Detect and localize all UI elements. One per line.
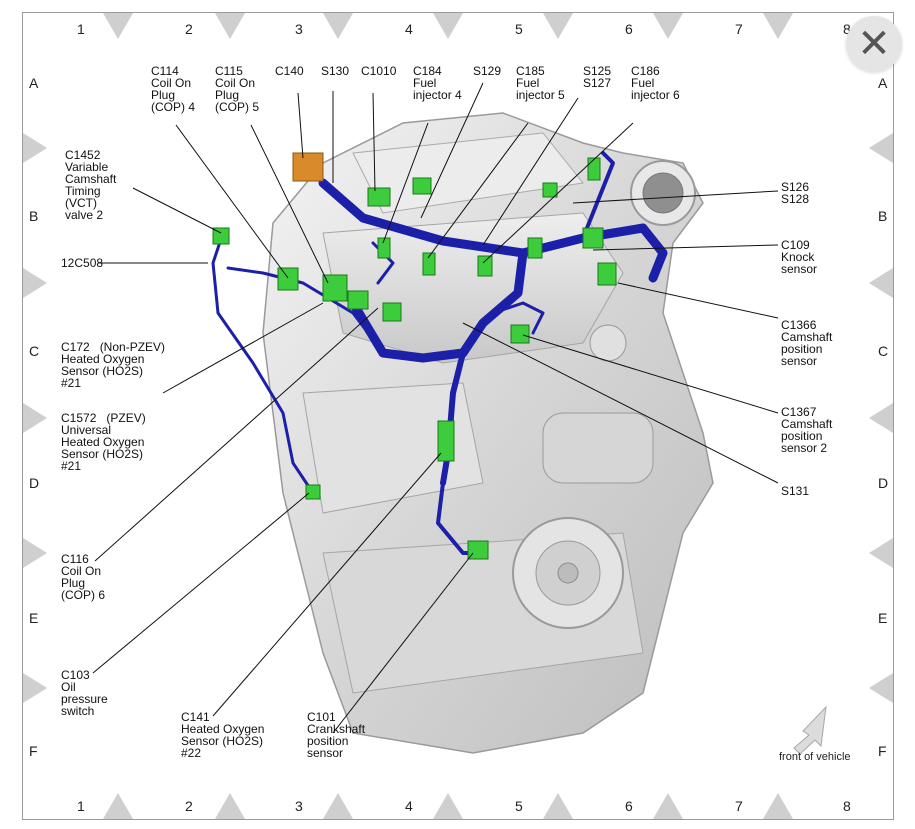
- col-label-top: 1: [77, 21, 85, 37]
- row-label-left: F: [29, 743, 38, 759]
- col-label-top: 2: [185, 21, 193, 37]
- row-label-right: E: [878, 610, 888, 626]
- label-c1366: C1366 Camshaft position sensor: [781, 318, 833, 368]
- connectors: [212, 152, 617, 560]
- label-c1572: C1572 (PZEV) Universal Heated Oxygen Sen…: [61, 411, 146, 473]
- label-c1010: C1010: [361, 64, 397, 78]
- col-label-bottom: 2: [185, 798, 193, 814]
- label-c141: C141 Heated Oxygen Sensor (HO2S) #22: [181, 710, 265, 760]
- label-s131: S131: [781, 484, 810, 498]
- col-label-top: 5: [515, 21, 523, 37]
- row-label-right: B: [878, 208, 888, 224]
- arrow-icon: [793, 705, 827, 755]
- connector-c140: [292, 152, 324, 182]
- diagram-frame: 1 2 3 4 5 6 7 8 1 2 3 4 5 6 7 8 A B C D …: [22, 12, 894, 820]
- col-label-top: 4: [405, 21, 413, 37]
- row-label-left: A: [29, 75, 39, 91]
- row-label-right: F: [878, 743, 887, 759]
- wiring-harness: [211, 151, 668, 555]
- label-c115: C115 Coil On Plug (COP) 5: [215, 64, 260, 114]
- col-label-bottom: 5: [515, 798, 523, 814]
- col-label-top: 7: [735, 21, 743, 37]
- label-c1367: C1367 Camshaft position sensor 2: [781, 405, 833, 455]
- grid-markers: [23, 13, 893, 819]
- col-label-top: 3: [295, 21, 303, 37]
- leader-lines: [92, 82, 779, 734]
- col-label-bottom: 7: [735, 798, 743, 814]
- close-icon: ✕: [857, 21, 891, 67]
- engine-block: [262, 112, 714, 754]
- close-button[interactable]: ✕: [846, 16, 902, 72]
- engine-diagram-svg: [23, 13, 893, 819]
- label-c186: C186 Fuel injector 6: [631, 64, 680, 102]
- row-label-right: A: [878, 75, 888, 91]
- row-label-left: C: [29, 343, 40, 359]
- row-label-right: C: [878, 343, 889, 359]
- label-c1452: C1452 Variable Camshaft Timing (VCT) val…: [65, 148, 117, 222]
- col-label-bottom: 8: [843, 798, 851, 814]
- label-s129: S129: [473, 64, 502, 78]
- label-c101: C101 Crankshaft position sensor: [307, 710, 366, 760]
- label-c172: C172 (Non-PZEV) Heated Oxygen Sensor (HO…: [61, 340, 166, 390]
- label-c114: C114 Coil On Plug (COP) 4: [151, 64, 196, 114]
- row-label-left: E: [29, 610, 39, 626]
- label-s125-s127: S125 S127: [583, 64, 612, 90]
- label-c184: C184 Fuel injector 4: [413, 64, 462, 102]
- label-c116: C116 Coil On Plug (COP) 6: [61, 552, 106, 602]
- label-s130: S130: [321, 64, 350, 78]
- front-of-vehicle-label: front of vehicle: [779, 751, 851, 763]
- label-c103: C103 Oil pressure switch: [61, 668, 108, 718]
- label-c109: C109 Knock sensor: [781, 238, 818, 276]
- col-label-bottom: 6: [625, 798, 633, 814]
- row-label-left: D: [29, 475, 40, 491]
- row-label-left: B: [29, 208, 39, 224]
- col-label-bottom: 3: [295, 798, 303, 814]
- col-label-bottom: 4: [405, 798, 413, 814]
- col-label-top: 8: [843, 21, 851, 37]
- col-label-bottom: 1: [77, 798, 85, 814]
- label-12c508: 12C508: [61, 256, 104, 270]
- row-label-right: D: [878, 475, 889, 491]
- label-c185: C185 Fuel injector 5: [516, 64, 565, 102]
- col-label-top: 6: [625, 21, 633, 37]
- label-c140: C140: [275, 64, 304, 78]
- label-s126-s128: S126 S128: [781, 180, 810, 206]
